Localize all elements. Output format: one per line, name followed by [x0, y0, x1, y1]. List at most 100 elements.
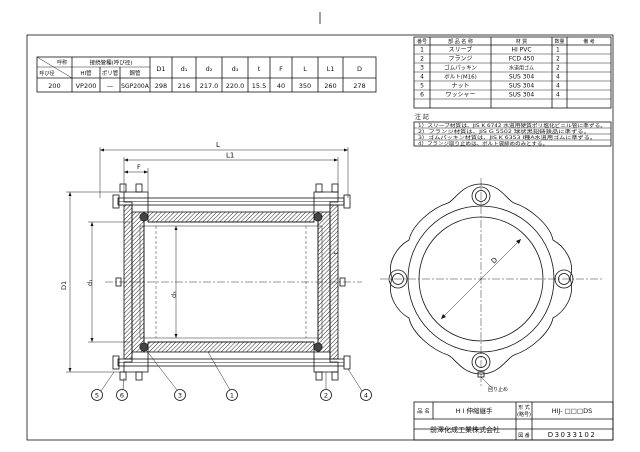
- dim-label-d1: d₁: [86, 279, 94, 286]
- dim-label-L: L: [216, 141, 220, 149]
- dim-val-L: 350: [299, 82, 311, 90]
- svg-text:2: 2: [556, 56, 560, 63]
- dim-col-poly: ポリ管: [102, 69, 119, 77]
- svg-text:2: 2: [324, 392, 328, 400]
- svg-text:1: 1: [230, 392, 234, 400]
- dim-col-hi: HI管: [80, 69, 92, 77]
- dim-val-hi: VP200: [76, 82, 97, 90]
- rubber-packing: [139, 212, 149, 222]
- note-item: 2）フランジ材質は、JIS G 5502 球状黒鉛鋳鉄品に準ずる。: [418, 128, 590, 135]
- sleeve-wall-top: [147, 211, 315, 223]
- svg-text:5: 5: [420, 83, 424, 90]
- svg-text:1: 1: [556, 47, 560, 54]
- notes-title: 注 記: [415, 113, 429, 121]
- svg-text:4: 4: [556, 83, 560, 90]
- notes-block: 注 記 1）スリーブ材質は、JIS K 6742 水道用硬質ポリ塩化ビニル管に準…: [413, 113, 612, 147]
- svg-text:FCD 450: FCD 450: [509, 56, 535, 63]
- svg-text:6: 6: [120, 392, 124, 400]
- dim-label-D1: D1: [60, 281, 68, 290]
- dim-val-D: 278: [353, 82, 365, 90]
- sleeve-wall-bottom: [147, 341, 315, 353]
- section-view: L L1 F D1 d₁ d₃ t: [60, 141, 372, 401]
- svg-text:2: 2: [556, 65, 560, 72]
- dim-val-D1: 298: [155, 82, 167, 90]
- dim-val-steel: SGP200A: [121, 83, 150, 90]
- rubber-packing: [313, 342, 323, 352]
- title-figno-value: D3033102: [548, 431, 597, 439]
- dim-label-L1: L1: [226, 152, 234, 160]
- parts-header-material: 材 質: [516, 38, 528, 45]
- dim-label-F: F: [137, 163, 141, 171]
- svg-text:1: 1: [420, 47, 424, 54]
- bolt-hole: [554, 269, 574, 289]
- dim-label-d3: d₃: [170, 291, 178, 298]
- parts-row: 4 ボルト(M16) SUS 304 4: [420, 73, 560, 81]
- balloon-1: 1: [207, 351, 238, 401]
- bolt-hole: [388, 269, 408, 289]
- svg-text:4: 4: [420, 74, 424, 81]
- parts-header-remarks: 備 考: [583, 38, 595, 45]
- bolt-hole: [471, 186, 491, 206]
- dim-col-steel: 鋼管: [129, 69, 141, 77]
- balloon-6: 6: [116, 377, 128, 401]
- svg-text:3: 3: [178, 392, 182, 400]
- svg-text:SUS 304: SUS 304: [509, 83, 535, 90]
- dim-col-d2: d₂: [206, 65, 213, 73]
- parts-row: 6 ワッシャー SUS 304 4: [420, 92, 560, 99]
- svg-text:2: 2: [420, 56, 424, 63]
- svg-text:6: 6: [420, 92, 424, 99]
- parts-table: 番号 部 品 名 称 材 質 数量 備 考 1 スリーブ HI PVC 1 2 …: [413, 36, 612, 109]
- dim-col-d3: d₃: [232, 65, 239, 73]
- balloon-2: 2: [320, 372, 332, 401]
- title-form-value: HIJ- □□□DS: [552, 407, 592, 415]
- svg-text:SUS 304: SUS 304: [509, 74, 535, 81]
- title-name-label: 品 名: [417, 407, 430, 415]
- flange-ring-inner: [418, 216, 544, 342]
- balloon-4: 4: [347, 368, 372, 401]
- dim-val-F: 40: [277, 82, 285, 90]
- svg-text:4: 4: [556, 74, 560, 81]
- flange-outline: [390, 183, 572, 375]
- title-form-label-1: 形 式: [518, 404, 530, 411]
- title-name-value: H I 伸縮継手: [456, 406, 493, 415]
- dim-val-d1: 216: [178, 82, 190, 90]
- dim-col-L: L: [303, 65, 307, 73]
- parts-header-name: 部 品 名 称: [448, 38, 473, 45]
- dim-val-size: 200: [48, 82, 60, 90]
- dim-label-D: D: [490, 256, 499, 265]
- note-item: 3）ゴムパッキン材質は、JIS K 6353 I種A水道用ゴムに準ずる。: [418, 134, 596, 141]
- dim-val-L1: 260: [324, 82, 336, 90]
- dim-header-name: 呼称: [57, 59, 67, 66]
- svg-text:5: 5: [95, 392, 99, 400]
- dim-val-poly: —: [107, 82, 114, 90]
- dim-val-d2: 217.0: [200, 82, 219, 90]
- svg-text:3: 3: [420, 65, 424, 72]
- bolt-hole: [471, 352, 491, 372]
- dim-header-pipe-group: 接続管種(呼び径): [90, 59, 133, 67]
- svg-text:フランジ: フランジ: [448, 56, 472, 63]
- parts-row: 5 ナット SUS 304 4: [420, 83, 560, 90]
- svg-text:ナット: ナット: [451, 83, 469, 90]
- dim-col-D: D: [357, 65, 362, 73]
- sheet-frame: [26, 34, 614, 441]
- note-item: 4）フランジ取り止めは、ボルト袋締めのみとする。: [418, 140, 548, 147]
- parts-row: 2 フランジ FCD 450 2: [420, 56, 560, 63]
- svg-text:水道用ゴム: 水道用ゴム: [509, 65, 534, 72]
- parts-row: 3 ゴムパッキン 水道用ゴム 2: [420, 64, 560, 72]
- svg-text:ボルト(M16): ボルト(M16): [444, 73, 477, 81]
- svg-text:スリーブ: スリーブ: [449, 46, 473, 54]
- flange-front-view: D 回り止め: [380, 178, 602, 393]
- title-block: 品 名 H I 伸縮継手 形 式 (略号) HIJ- □□□DS 前澤化成工業株…: [413, 401, 614, 441]
- parts-header-no: 番号: [417, 38, 427, 45]
- svg-text:ワッシャー: ワッシャー: [445, 92, 475, 99]
- dim-col-D1: D1: [156, 65, 165, 73]
- dim-col-F: F: [279, 65, 283, 73]
- dim-col-t: t: [258, 65, 261, 73]
- rubber-packing: [313, 212, 323, 222]
- dim-header-side: 呼び径: [39, 70, 54, 77]
- dim-val-t: 15.5: [252, 82, 266, 90]
- svg-text:SUS 304: SUS 304: [509, 92, 535, 99]
- rubber-packing: [139, 342, 149, 352]
- title-company: 前澤化成工業株式会社: [430, 425, 500, 434]
